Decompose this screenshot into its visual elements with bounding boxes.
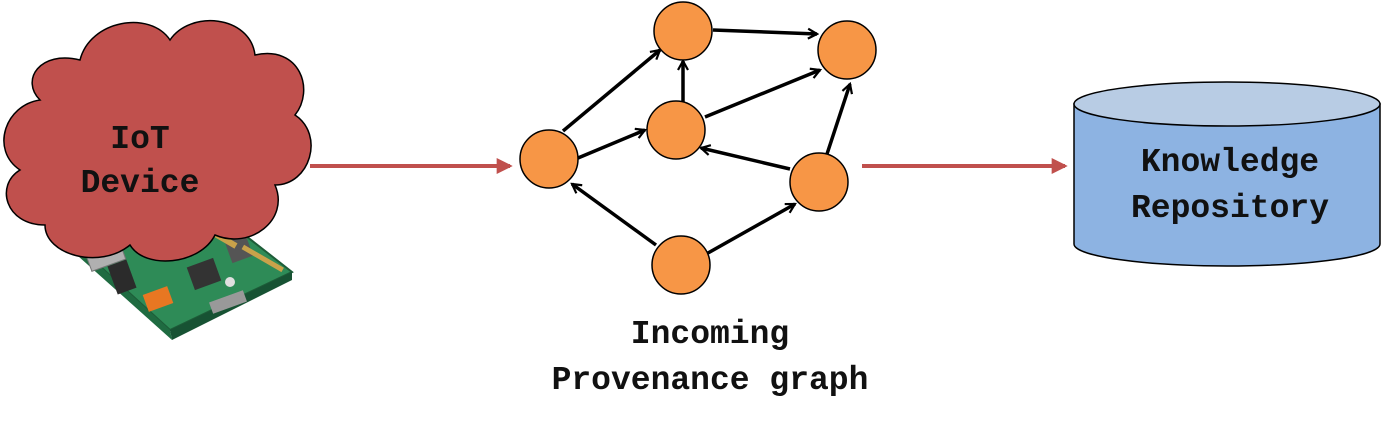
knowledge-repository-cylinder [1073,81,1381,267]
provenance-graph-nodes [519,1,877,295]
graph-node-bottom [651,235,711,295]
provenance-graph-caption: Incoming Provenance graph [430,312,990,404]
iot-device-cloud [3,19,312,262]
provenance-graph-edges [561,30,850,255]
provenance-graph-caption-line2: Provenance graph [551,362,869,399]
graph-edge [707,202,795,255]
graph-edge [704,70,820,119]
graph-edge [712,30,817,34]
iot-device-label-line1: IoT [110,121,170,158]
graph-edge [825,84,850,155]
knowledge-repository-label: Knowledge Repository [1080,140,1380,232]
knowledge-repository-label-line2: Repository [1130,190,1330,227]
iot-device-label: IoT Device [40,118,240,206]
graph-node-upper-right [817,20,877,80]
graph-node-right [789,152,849,212]
graph-edge [572,182,658,247]
graph-node-top [653,1,713,61]
graph-node-middle [646,100,706,160]
iot-device-label-line2: Device [80,165,200,202]
knowledge-repository-label-line1: Knowledge [1140,144,1320,181]
graph-node-left [519,129,579,189]
provenance-graph-caption-line1: Incoming [630,316,790,353]
graph-edge [701,148,791,171]
graph-edge [561,50,660,133]
graph-edge [577,130,645,160]
